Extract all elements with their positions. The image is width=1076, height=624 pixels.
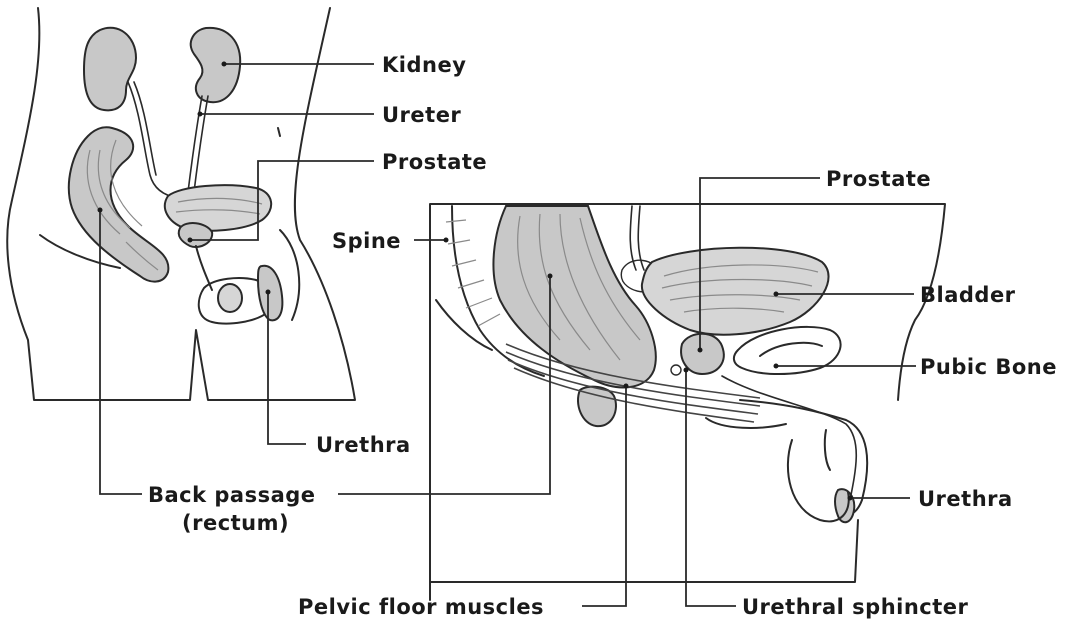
front-navel — [278, 128, 280, 136]
bladder-front-shape — [165, 185, 271, 231]
label-pubic-bone: Pubic Bone — [920, 355, 1057, 379]
front-view — [7, 8, 374, 494]
bladder-side-shape — [642, 248, 829, 335]
label-back-passage: Back passage — [148, 483, 316, 507]
kidney-right-shape — [191, 28, 240, 102]
label-kidney: Kidney — [382, 53, 466, 77]
testis-shape — [218, 284, 242, 312]
ureter-left-shape — [128, 82, 178, 198]
label-prostate-left: Prostate — [382, 150, 487, 174]
label-bladder: Bladder — [920, 283, 1016, 307]
label-urethral-sphincter: Urethral sphincter — [742, 595, 969, 619]
side-frame-bottom — [430, 520, 858, 582]
side-view — [338, 178, 945, 606]
kidney-left-shape — [84, 28, 136, 111]
pubic-bone-shape — [734, 327, 841, 374]
label-spine: Spine — [332, 229, 401, 253]
label-rectum: (rectum) — [182, 511, 289, 535]
label-urethra-right: Urethra — [918, 487, 1013, 511]
label-ureter: Ureter — [382, 103, 461, 127]
label-urethra-left: Urethra — [316, 433, 411, 457]
prostate-side-shape — [681, 334, 724, 374]
label-pelvic-floor: Pelvic floor muscles — [298, 595, 544, 619]
urethra-tip-shape — [835, 489, 854, 522]
prostate-front-shape — [179, 223, 212, 247]
label-prostate-right: Prostate — [826, 167, 931, 191]
